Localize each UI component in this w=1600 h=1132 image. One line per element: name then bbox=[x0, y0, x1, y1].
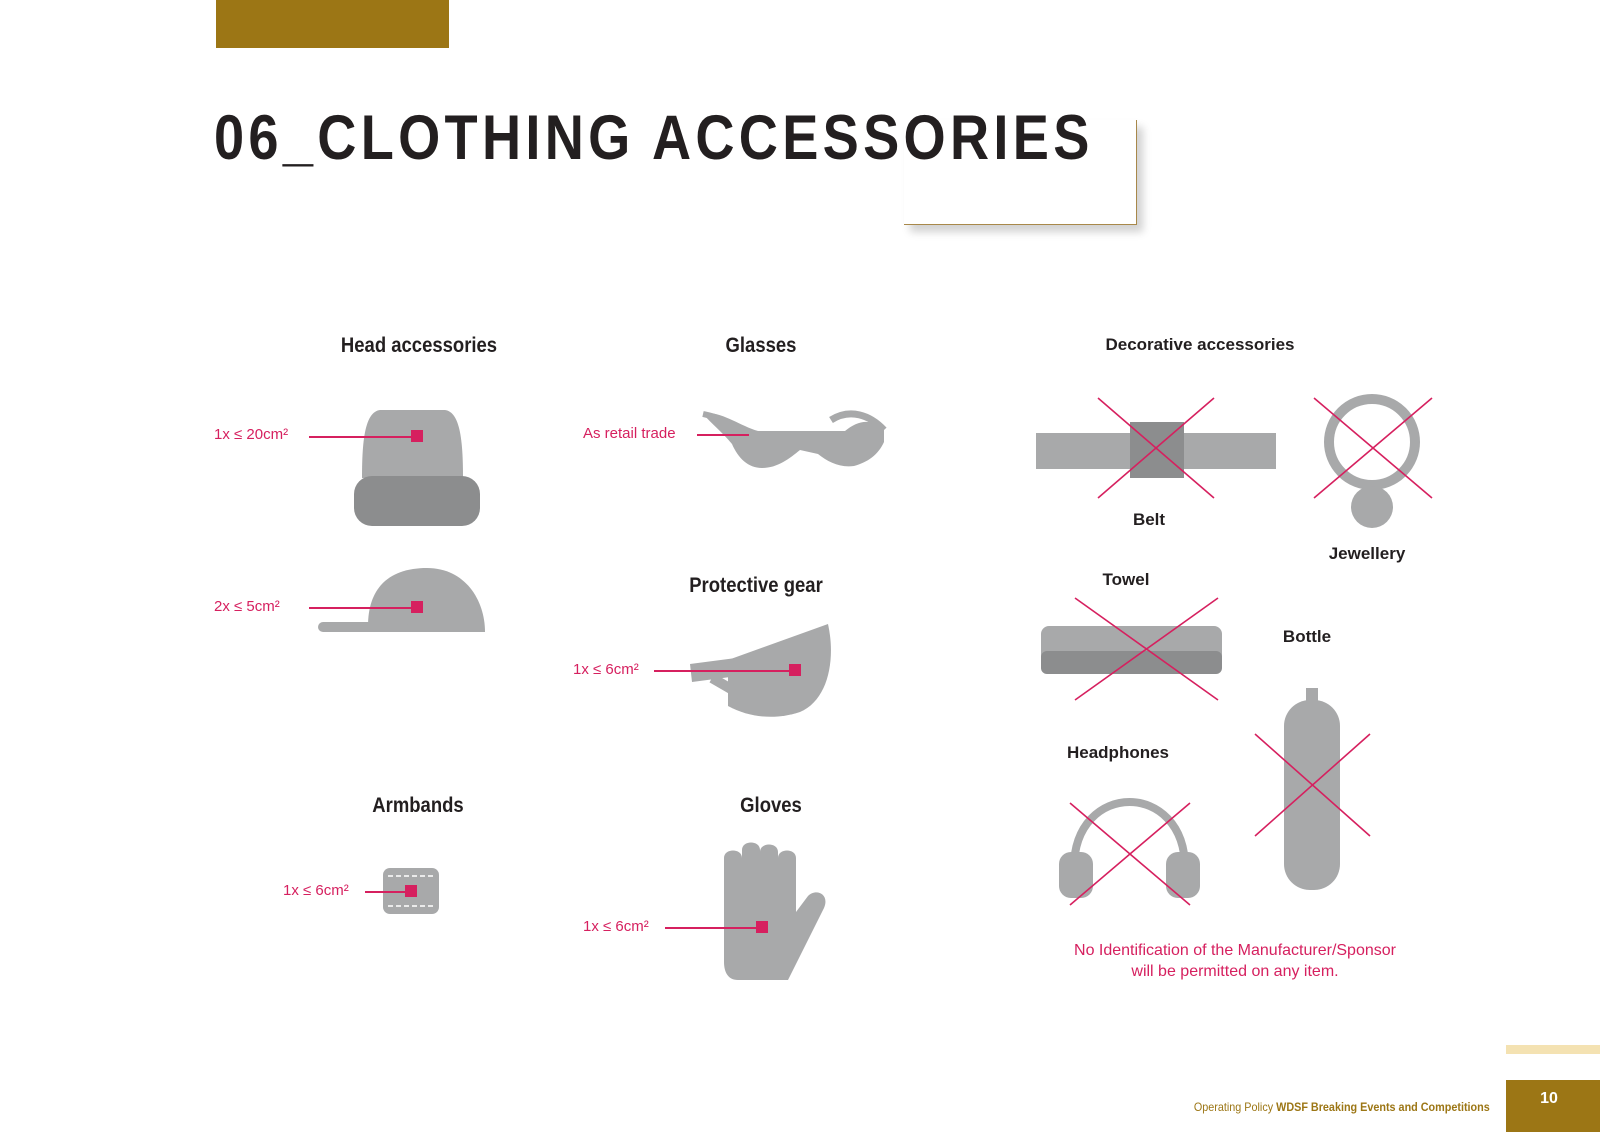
beanie-size-label: 1x ≤ 20cm² bbox=[214, 426, 289, 443]
beanie-logo-marker bbox=[411, 430, 423, 442]
page-number-box bbox=[1506, 1080, 1600, 1132]
cap-icon bbox=[318, 568, 485, 632]
gloves-heading: Gloves bbox=[740, 794, 802, 817]
note-line-2: will be permitted on any item. bbox=[1131, 963, 1339, 980]
page-title: 06_CLOTHING ACCESSORIES bbox=[214, 103, 1094, 173]
glasses-heading: Glasses bbox=[725, 334, 797, 357]
glove-logo-marker bbox=[756, 921, 768, 933]
protective-logo-marker bbox=[789, 664, 801, 676]
note-line-1: No Identification of the Manufacturer/Sp… bbox=[1074, 942, 1396, 959]
protective-size-label: 1x ≤ 6cm² bbox=[573, 661, 639, 678]
glasses-rule-label: As retail trade bbox=[583, 425, 676, 442]
protective-gear-heading: Protective gear bbox=[689, 574, 823, 597]
decorative-accessories-heading: Decorative accessories bbox=[1105, 335, 1295, 354]
protective-leader-line bbox=[654, 670, 790, 672]
cap-size-label: 2x ≤ 5cm² bbox=[214, 598, 280, 615]
armband-size-label: 1x ≤ 6cm² bbox=[283, 882, 349, 899]
title-frame-decoration bbox=[904, 120, 1137, 225]
cap-logo-marker bbox=[411, 601, 423, 613]
armbands-heading: Armbands bbox=[372, 794, 464, 817]
bottle-label: Bottle bbox=[1282, 627, 1332, 646]
armband-logo-marker bbox=[405, 885, 417, 897]
ring-icon bbox=[1324, 394, 1420, 528]
glasses-icon bbox=[702, 410, 887, 468]
armband-leader-line bbox=[365, 891, 406, 893]
glasses-leader-line bbox=[697, 434, 749, 436]
sponsor-restriction-note: No Identification of the Manufacturer/Sp… bbox=[1040, 940, 1430, 982]
page-number: 10 bbox=[1540, 1090, 1558, 1107]
footer-text: Operating Policy WDSF Breaking Events an… bbox=[1194, 1100, 1490, 1114]
towel-label: Towel bbox=[1102, 570, 1150, 589]
jewellery-label: Jewellery bbox=[1328, 544, 1406, 563]
footer-accent-bar bbox=[1506, 1045, 1600, 1054]
glove-icon bbox=[724, 842, 826, 980]
head-accessories-heading: Head accessories bbox=[340, 334, 498, 357]
footer-prefix: Operating Policy bbox=[1194, 1100, 1274, 1114]
bottle-icon bbox=[1284, 688, 1340, 890]
belt-label: Belt bbox=[1132, 510, 1166, 529]
headphones-label: Headphones bbox=[1066, 743, 1170, 762]
headphones-icon bbox=[1059, 798, 1200, 898]
footer-title: WDSF Breaking Events and Competitions bbox=[1276, 1100, 1490, 1114]
cap-leader-line bbox=[309, 607, 412, 609]
beanie-leader-line bbox=[309, 436, 412, 438]
beanie-icon bbox=[354, 410, 480, 526]
top-accent-bar bbox=[216, 0, 449, 48]
glove-leader-line bbox=[665, 927, 757, 929]
glove-size-label: 1x ≤ 6cm² bbox=[583, 918, 649, 935]
towel-icon bbox=[1041, 626, 1222, 674]
belt-icon bbox=[1036, 422, 1276, 478]
prohibition-crosses bbox=[1069, 397, 1433, 906]
